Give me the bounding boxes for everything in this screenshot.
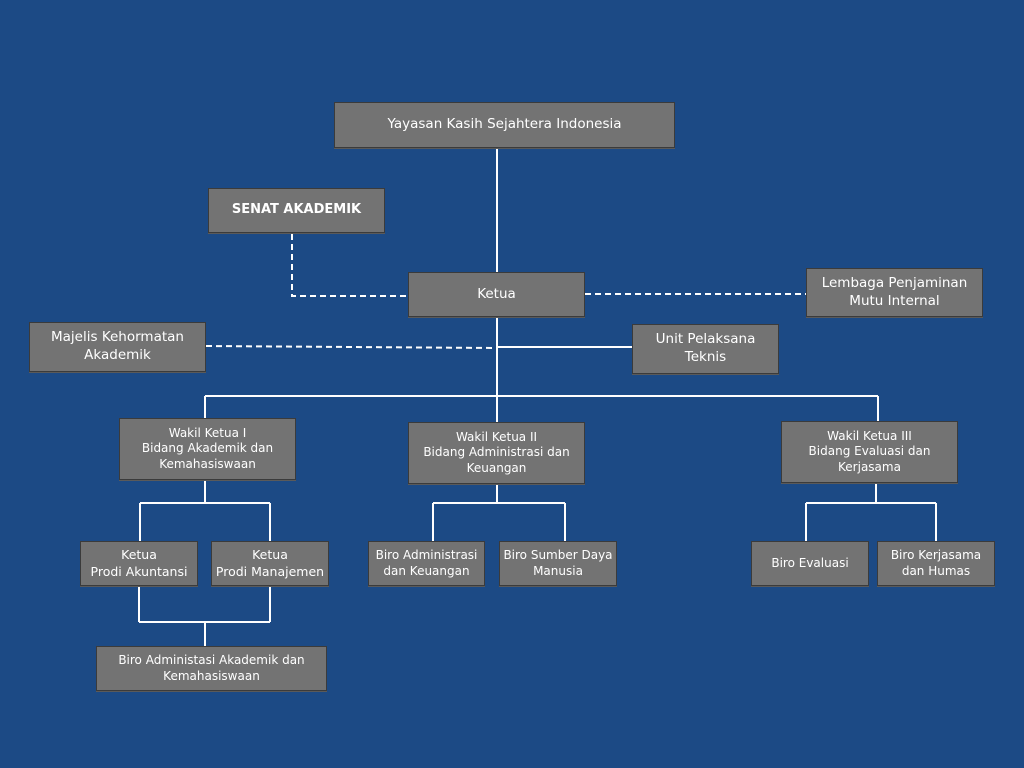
node-biro-kerjasama-humas: Biro Kerjasama dan Humas xyxy=(877,541,995,586)
node-senat-akademik: SENAT AKADEMIK xyxy=(208,188,385,233)
node-ketua-prodi-manajemen: Ketua Prodi Manajemen xyxy=(211,541,329,586)
node-ketua: Ketua xyxy=(408,272,585,317)
node-majelis-kehormatan: Majelis Kehormatan Akademik xyxy=(29,322,206,372)
node-ketua-prodi-akuntansi: Ketua Prodi Akuntansi xyxy=(80,541,198,586)
node-biro-evaluasi: Biro Evaluasi xyxy=(751,541,869,586)
node-unit-pelaksana-teknis: Unit Pelaksana Teknis xyxy=(632,324,779,374)
node-yayasan: Yayasan Kasih Sejahtera Indonesia xyxy=(334,102,675,148)
connector-senat-dashed xyxy=(291,234,408,297)
node-biro-administrasi-keuangan: Biro Administrasi dan Keuangan xyxy=(368,541,485,586)
node-wakil-ketua-2: Wakil Ketua II Bidang Administrasi dan K… xyxy=(408,422,585,484)
node-lembaga-penjaminan-mutu: Lembaga Penjaminan Mutu Internal xyxy=(806,268,983,317)
node-biro-sumber-daya-manusia: Biro Sumber Daya Manusia xyxy=(499,541,617,586)
connector-majelis-dashed xyxy=(205,345,498,349)
node-wakil-ketua-1: Wakil Ketua I Bidang Akademik dan Kemaha… xyxy=(119,418,296,480)
node-wakil-ketua-3: Wakil Ketua III Bidang Evaluasi dan Kerj… xyxy=(781,421,958,483)
node-biro-administrasi-akademik: Biro Administasi Akademik dan Kemahasisw… xyxy=(96,646,327,691)
